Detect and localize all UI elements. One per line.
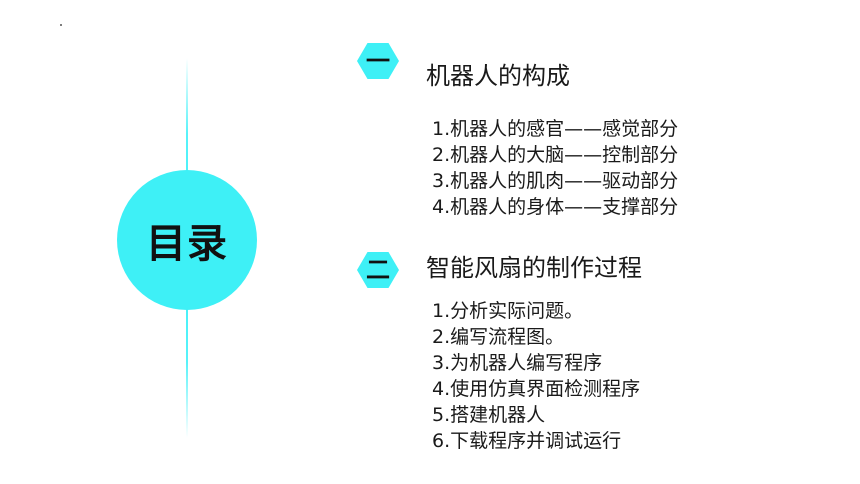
- section-2-number-badge: 二: [357, 252, 399, 288]
- list-item: 6.下载程序并调试运行: [432, 430, 622, 452]
- section-1-list: 1.机器人的感官——感觉部分 2.机器人的大脑——控制部分 3.机器人的肌肉——…: [432, 116, 678, 220]
- section-2-number: 二: [366, 256, 390, 284]
- toc-title: 目录: [146, 221, 228, 267]
- section-1-number-badge: 一: [357, 43, 399, 79]
- list-item: 3.机器人的肌肉——驱动部分: [432, 170, 679, 192]
- section-1-title: 机器人的构成: [426, 62, 570, 90]
- section-1-number: 一: [366, 47, 390, 75]
- list-item: 4.机器人的身体——支撑部分: [432, 196, 679, 218]
- list-item: 2.编写流程图。: [432, 326, 565, 348]
- section-2-list: 1.分析实际问题。 2.编写流程图。 3.为机器人编写程序 4.使用仿真界面检测…: [432, 298, 640, 454]
- section-2-title: 智能风扇的制作过程: [426, 254, 642, 282]
- list-item: 4.使用仿真界面检测程序: [432, 378, 641, 400]
- list-item: 1.机器人的感官——感觉部分: [432, 118, 679, 140]
- list-item: 3.为机器人编写程序: [432, 352, 603, 374]
- list-item: 2.机器人的大脑——控制部分: [432, 144, 679, 166]
- list-item: 1.分析实际问题。: [432, 300, 584, 322]
- list-item: 5.搭建机器人: [432, 404, 546, 426]
- decorative-dot: [60, 24, 62, 26]
- toc-circle: 目录: [117, 170, 257, 310]
